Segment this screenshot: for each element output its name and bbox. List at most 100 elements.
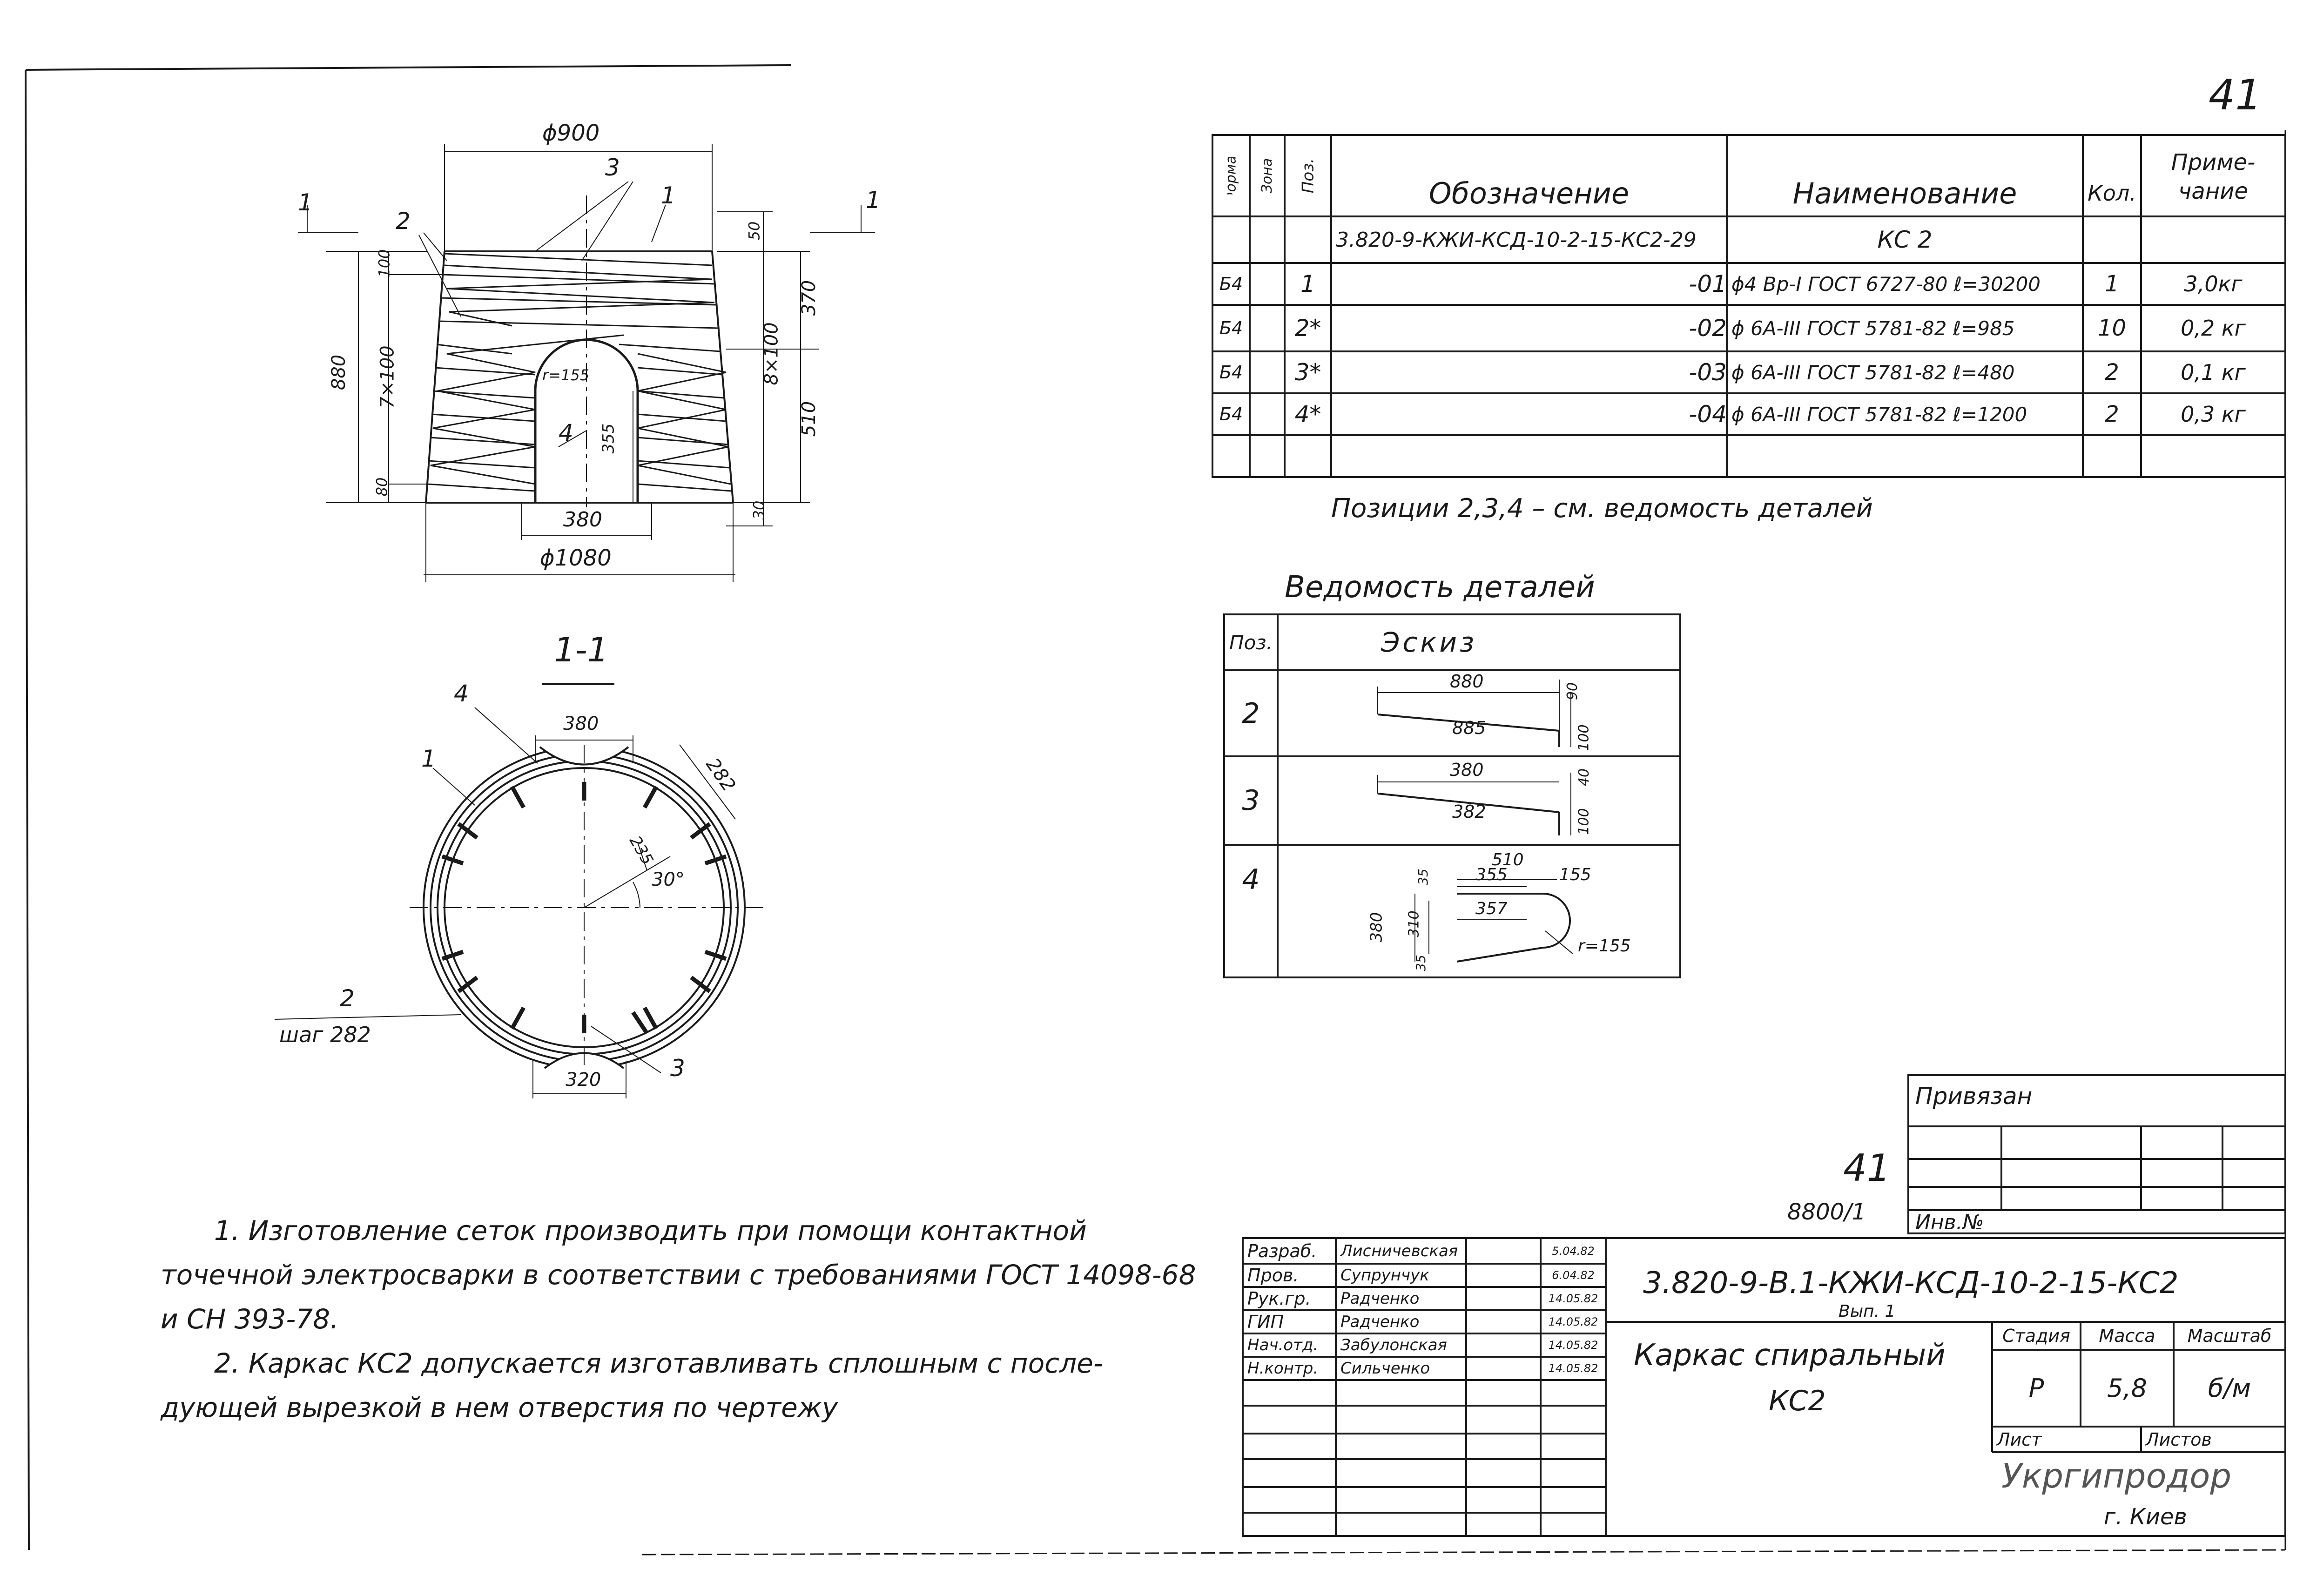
detail-3-dim-bottom: 382	[1452, 801, 1486, 822]
elev-right-30: 30	[750, 500, 768, 520]
tb-role-5: Н.контр.	[1247, 1359, 1319, 1378]
section-mark-left: 1	[298, 189, 313, 216]
spec-row-2-note: 0,2 кг	[2181, 316, 2246, 341]
spec-row-4-note: 0,3 кг	[2181, 402, 2246, 427]
spec-row-2-qty: 10	[2097, 315, 2127, 341]
positions-note: Позиции 2,3,4 – см. ведомость деталей	[1331, 493, 1873, 524]
details-header-sketch: Эскиз	[1381, 626, 1477, 658]
elev-opening-width: 380	[563, 508, 602, 532]
spec-row-2-name: ϕ 6А-III ГОСТ 5781-82 ℓ=985	[1731, 317, 2015, 340]
tb-role-2: Рук.гр.	[1247, 1288, 1311, 1309]
spec-row-3-name: ϕ 6А-III ГОСТ 5781-82 ℓ=480	[1731, 361, 2015, 384]
section-mark-right: 1	[866, 187, 881, 214]
tb-name-4: Забулонская	[1340, 1336, 1448, 1354]
tb-doc-code: 3.820-9-В.1-КЖИ-КСД-10-2-15-КС2	[1643, 1266, 2179, 1300]
binding-inv: Инв.№	[1915, 1211, 1984, 1234]
section-callout-1: 1	[421, 745, 436, 772]
elev-pitch-left: 7×100	[377, 345, 398, 409]
details-header-pos: Поз.	[1229, 631, 1273, 654]
spec-row-2-format: Б4	[1219, 318, 1243, 338]
section-pitch: шаг 282	[279, 1022, 371, 1047]
detail-4-dim-355: 355	[1475, 865, 1508, 884]
tb-city: г. Киев	[2104, 1504, 2187, 1530]
tb-date-1: 6.04.82	[1552, 1269, 1595, 1282]
details-table-grid	[1223, 613, 1681, 978]
note-line-1: 1. Изготовление сеток производить при по…	[214, 1215, 1087, 1246]
tb-name-2: Радченко	[1340, 1289, 1420, 1308]
binding-block-grid	[1907, 1074, 2286, 1234]
details-title: Ведомость деталей	[1285, 570, 1595, 605]
tb-name-3: Радченко	[1340, 1313, 1420, 1331]
tb-role-0: Разраб.	[1247, 1240, 1317, 1261]
spec-row-2-pos: 2*	[1294, 315, 1321, 342]
tb-mass-value: 5,8	[2107, 1374, 2147, 1403]
elev-d-bottom: ϕ1080	[540, 545, 612, 571]
detail-3-dim-40: 40	[1576, 768, 1593, 787]
detail-2-dim-bottom: 885	[1452, 718, 1486, 738]
detail-4-sketch	[1414, 879, 1574, 963]
binding-title: Привязан	[1915, 1083, 2033, 1110]
elev-right-370: 370	[798, 280, 820, 316]
detail-2-sketch	[1377, 680, 1571, 747]
spec-row-3-pos: 3*	[1294, 359, 1321, 386]
spec-header-qty: Кол.	[2088, 181, 2136, 206]
spec-header-name: Наименование	[1792, 176, 2017, 210]
detail-4-dim-380: 380	[1367, 912, 1386, 943]
spec-row-3-note: 0,1 кг	[2181, 360, 2246, 385]
spec-row-3-qty: 2	[2105, 359, 2119, 385]
spec-row-2-designation: -02	[1689, 315, 1727, 342]
detail-4-dim-35b: 35	[1413, 955, 1428, 971]
detail-3-dim-top: 380	[1450, 760, 1484, 780]
detail-2-dim-90: 90	[1564, 682, 1581, 700]
tb-role-4: Нач.отд.	[1247, 1336, 1319, 1354]
spec-row-4-designation: -04	[1689, 401, 1727, 428]
section-view	[274, 683, 763, 1098]
section-angle: 30°	[652, 869, 685, 890]
note-line-3: и СН 393-78.	[161, 1303, 339, 1335]
section-callout-2: 2	[340, 985, 355, 1012]
detail-4-dim-357: 357	[1475, 899, 1508, 918]
tb-role-3: ГИП	[1247, 1312, 1284, 1332]
spec-row-1-pos: 1	[1300, 270, 1315, 297]
section-title: 1-1	[554, 630, 609, 669]
detail-2-dim-top: 880	[1450, 671, 1484, 692]
elev-callout-1: 1	[661, 182, 676, 209]
tb-date-0: 5.04.82	[1552, 1244, 1595, 1258]
spec-row-4-format: Б4	[1219, 404, 1243, 424]
title-block-grid	[1242, 1237, 2286, 1537]
elev-right-50: 50	[745, 221, 763, 241]
spec-row-1-name: ϕ4 Вр-I ГОСТ 6727-80 ℓ=30200	[1731, 272, 2041, 296]
tb-sheets-label: Листов	[2146, 1429, 2212, 1450]
tb-stage-label: Стадия	[2002, 1326, 2070, 1346]
spec-row-1-qty: 1	[2105, 271, 2119, 297]
note-line-2: точечной электросварки в соответствии с …	[161, 1259, 1196, 1291]
note-line-5: дующей вырезкой в нем отверстия по черте…	[161, 1392, 838, 1423]
handwritten-code: 8800/1	[1787, 1199, 1866, 1225]
tb-title-line1: Каркас спиральный	[1634, 1338, 1946, 1373]
section-callout-4: 4	[454, 680, 469, 707]
tb-date-3: 14.05.82	[1548, 1315, 1598, 1328]
elev-callout-3: 3	[605, 154, 620, 181]
spec-row-1-designation: -01	[1689, 270, 1727, 297]
spec-header-designation: Обозначение	[1428, 176, 1630, 210]
section-top-opening: 380	[563, 713, 599, 734]
section-callout-3: 3	[670, 1055, 685, 1082]
spec-row-4-pos: 4*	[1294, 401, 1321, 428]
tb-name-1: Супрунчук	[1340, 1266, 1429, 1285]
detail-4-dim-310: 310	[1406, 910, 1422, 937]
elev-right-pitch: 8×100	[761, 322, 782, 385]
elevation-view	[298, 144, 875, 582]
sheet-number: 41	[2209, 71, 2262, 120]
tb-scale-label: Масштаб	[2187, 1326, 2272, 1346]
spec-row-4-qty: 2	[2105, 401, 2119, 427]
tb-stage-value: Р	[2028, 1374, 2044, 1403]
detail-4-radius: r=155	[1578, 936, 1631, 956]
tb-org: Укргипродор	[2001, 1456, 2232, 1495]
note-line-4: 2. Каркас КС2 допускается изготавливать …	[214, 1347, 1103, 1379]
details-row-4-pos: 4	[1242, 863, 1260, 896]
detail-4-dim-155: 155	[1559, 865, 1591, 884]
section-bottom-opening: 320	[566, 1069, 601, 1091]
spec-row-4-name: ϕ 6А-III ГОСТ 5781-82 ℓ=1200	[1731, 403, 2027, 426]
